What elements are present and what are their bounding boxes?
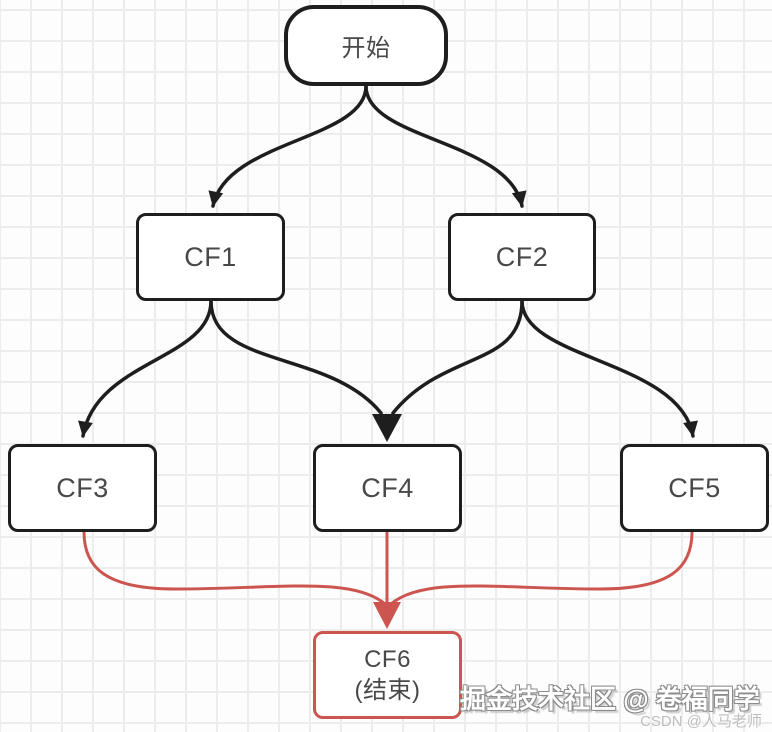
node-cf6: CF6 (结束) [313, 631, 462, 719]
arrowhead-cf6 [373, 602, 401, 629]
node-cf3: CF3 [8, 444, 157, 532]
edge-cf1-cf3 [78, 299, 213, 438]
node-cf4-label: CF4 [361, 472, 414, 503]
node-cf2: CF2 [448, 213, 596, 301]
node-cf5-label: CF5 [668, 472, 721, 503]
edge-start-cf2 [364, 84, 527, 208]
edge-cf2-cf5 [520, 299, 698, 438]
node-cf5: CF5 [620, 444, 769, 532]
node-cf3-label: CF3 [56, 472, 109, 503]
node-cf6-label-line2: (结束) [354, 677, 421, 704]
watermark-primary: 掘金技术社区 @ 卷福同学 [460, 684, 760, 714]
arrowhead-cf4 [372, 414, 402, 442]
node-cf6-label-line1: CF6 [364, 645, 411, 673]
node-cf2-label: CF2 [495, 241, 549, 272]
node-start-label: 开始 [341, 35, 391, 62]
edge-cf1-cf4 [209, 299, 383, 415]
node-cf1-label: CF1 [184, 241, 237, 272]
watermark-secondary: CSDN @人马老师 [640, 713, 762, 730]
edge-cf2-cf4 [391, 299, 524, 415]
edge-cf3-cf6 [82, 530, 387, 606]
edge-start-cf1 [208, 84, 368, 208]
node-cf1: CF1 [136, 213, 285, 301]
node-cf4: CF4 [313, 444, 462, 532]
edge-cf5-cf6 [389, 530, 694, 606]
node-start: 开始 [284, 5, 448, 86]
